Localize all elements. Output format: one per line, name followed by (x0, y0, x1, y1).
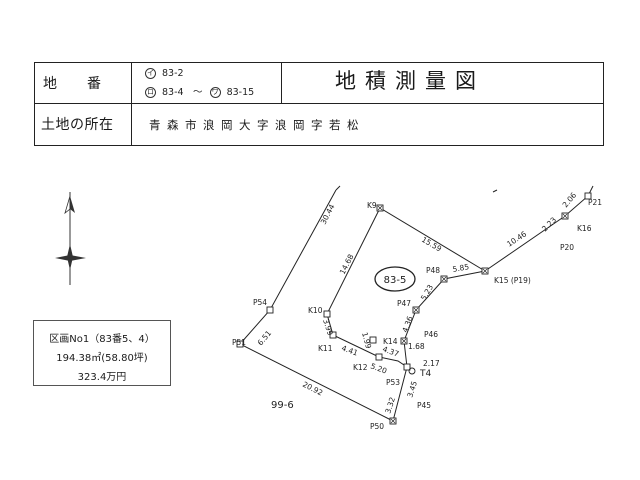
area-price: 323.4万円 (77, 372, 127, 383)
point-labels: P21 K16 P20 K15 (P19) P48 P47 P46 K14 T4… (232, 198, 602, 431)
distance-label: 10.46 (505, 229, 528, 248)
distance-label: 30.44 (319, 202, 337, 225)
distance-label: 4.36 (400, 315, 414, 334)
location-value: 青森市浪岡大字浪岡字若松 (149, 118, 365, 132)
distance-label: 3.99 (321, 318, 335, 337)
distance-label: 2.23 (540, 215, 558, 233)
distance-label: 14.68 (338, 252, 356, 275)
chiban-line-2: ロ 83-4 〜 ワ 83-15 (145, 84, 254, 98)
row-divider (35, 103, 603, 104)
north-arrow-icon (55, 192, 86, 285)
distance-label: 1.68 (408, 342, 425, 351)
area-parcel-label: 区画No1（83番5、4） (49, 334, 155, 345)
column-divider (281, 63, 282, 103)
point-label: K10 (308, 306, 323, 315)
parcel-label: 83-5 (384, 275, 407, 286)
distance-label: 3.45 (405, 380, 419, 399)
column-divider (131, 63, 132, 145)
distance-label: 4.37 (381, 344, 400, 358)
distance-label: 20.92 (301, 380, 324, 398)
point-label: P46 (424, 330, 438, 339)
point-label: P50 (370, 422, 384, 431)
distance-label: 2.17 (423, 359, 440, 368)
circled-mark: ワ (209, 87, 221, 98)
point-label: P20 (560, 243, 574, 252)
location-label: 土地の所在 (41, 117, 114, 133)
survey-point (408, 367, 416, 375)
point-label: P45 (417, 401, 431, 410)
distance-labels: 30.44 14.68 15.59 10.46 2.23 2.06 5.85 5… (256, 191, 579, 415)
point-label: T4 (419, 369, 431, 379)
distance-label: 5.85 (452, 262, 470, 274)
distance-label: 15.59 (420, 235, 443, 254)
circled-mark: イ (145, 68, 156, 79)
point-label: K14 (383, 337, 398, 346)
point-label: K11 (318, 344, 333, 353)
parcel-ellipse (374, 266, 416, 292)
point-label: P21 (588, 198, 602, 207)
chiban-value: 83-2 (162, 68, 184, 79)
point-label: P48 (426, 266, 440, 275)
area-info-box: 区画No1（83番5、4） 194.38㎡(58.80坪) 323.4万円 (33, 320, 171, 386)
distance-label: 5.23 (419, 283, 435, 302)
point-label: P54 (253, 298, 267, 307)
point-label: K12 (353, 363, 368, 372)
chiban-value: 83-15 (226, 87, 255, 98)
distance-label: 5.20 (369, 361, 388, 375)
chiban-value: 83-4 〜 (162, 87, 203, 98)
distance-label: 4.41 (340, 343, 359, 357)
point-label: K15 (P19) (494, 276, 531, 285)
distance-label: 1.99 (360, 331, 373, 350)
page-title: 地積測量図 (335, 69, 485, 93)
distance-label: 6.51 (256, 329, 274, 348)
circled-mark: ロ (145, 87, 156, 98)
point-label: P53 (386, 378, 400, 387)
point-label: K16 (577, 224, 592, 233)
header-table: 地番 イ 83-2 ロ 83-4 〜 ワ 83-15 地積測量図 土地の所在 青森市浪… (34, 62, 604, 146)
area-size: 194.38㎡(58.80坪) (56, 353, 148, 364)
point-crosses (377, 205, 568, 424)
point-label: P51 (232, 338, 246, 347)
chiban-label: 地番 (43, 76, 131, 92)
chiban-line-1: イ 83-2 (145, 68, 184, 79)
point-label: P47 (397, 299, 411, 308)
adjacent-parcel-label: 99-6 (271, 400, 294, 411)
point-label: K9 (367, 201, 377, 210)
